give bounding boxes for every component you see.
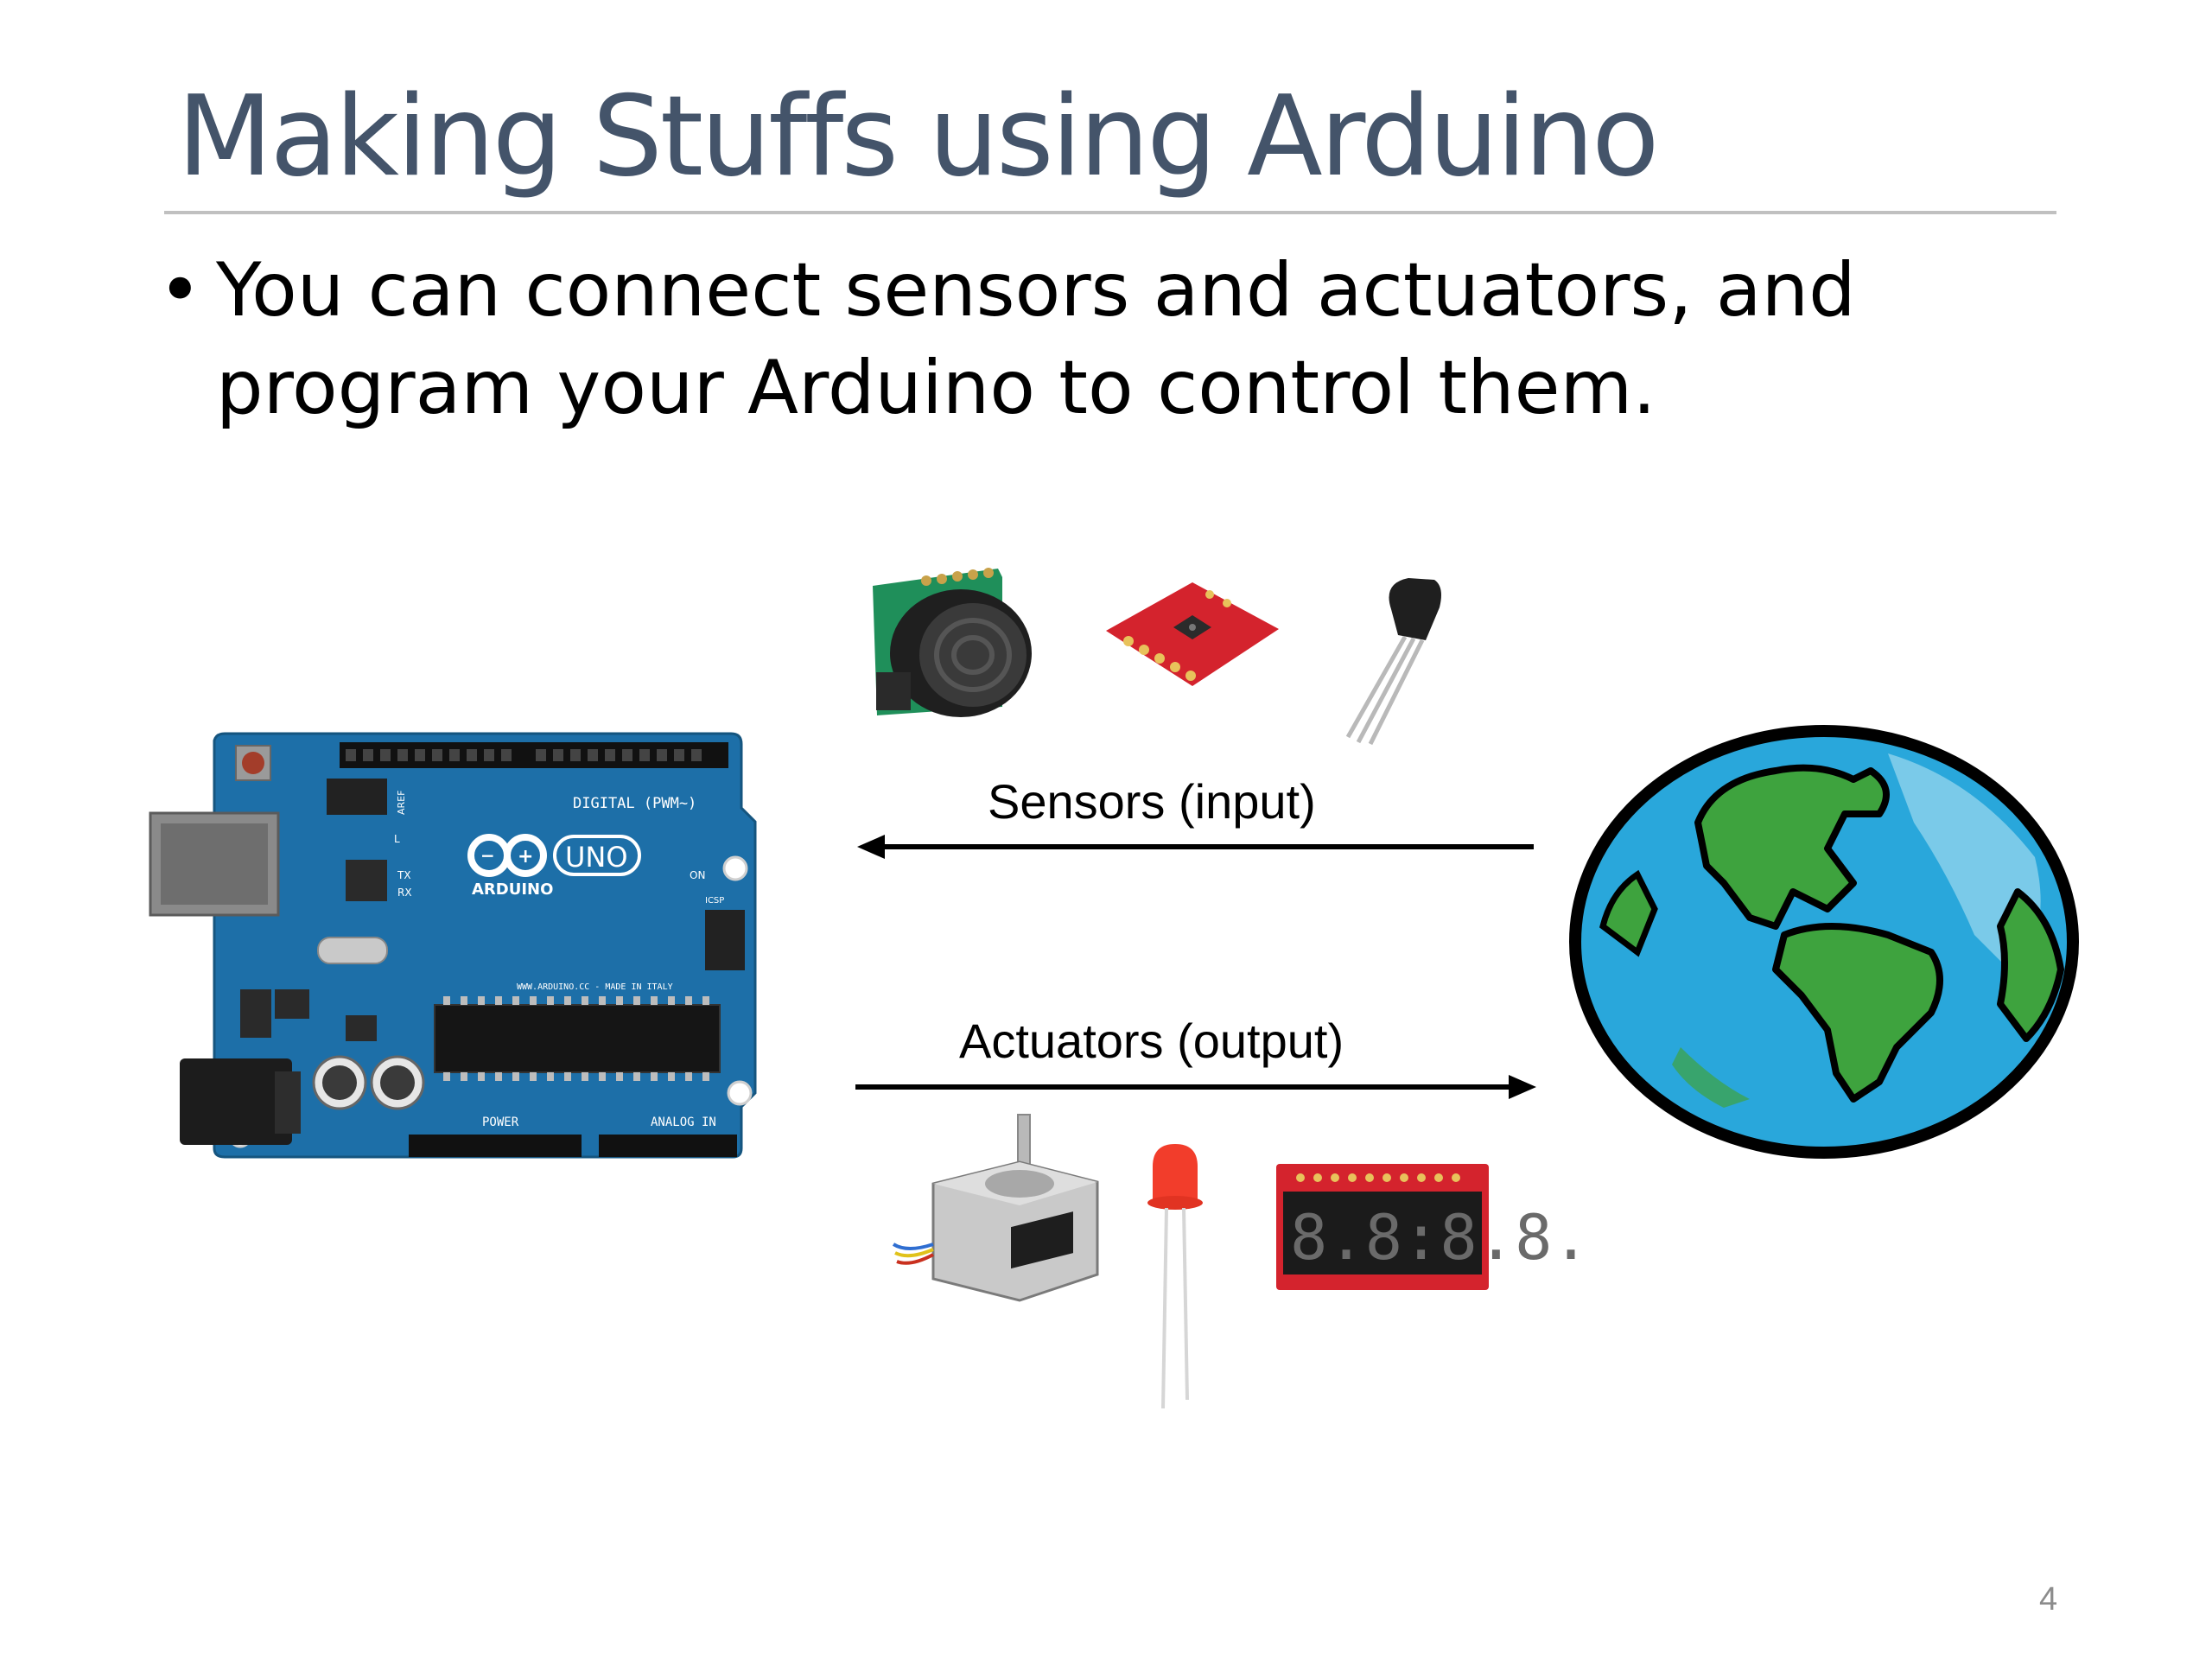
aref-pin-label: AREF [396, 791, 407, 815]
arduino-uno-board-image: DIGITAL (PWM~) POWER ANALOG IN WWW.ARDUI… [149, 732, 757, 1159]
bullet-text: You can connect sensors and actuators, a… [216, 242, 1856, 437]
title-divider [164, 211, 2056, 214]
ultrasonic-sensor-image [873, 568, 1032, 717]
bullet-line-2: program your Arduino to control them. [216, 345, 1656, 431]
board-url-label: WWW.ARDUINO.CC - MADE IN ITALY [517, 982, 673, 992]
arduino-brand-text: ARDUINO [472, 880, 553, 899]
red-led-image [1147, 1144, 1203, 1409]
uno-logo-text: UNO [565, 841, 628, 874]
slide-title: Making Stuffs using Arduino [177, 73, 1659, 201]
arduino-infinity-logo [467, 834, 547, 877]
sensors-label: Sensors (input) [988, 774, 1316, 829]
actuators-arrow [855, 1075, 1536, 1099]
svg-text:+: + [518, 846, 533, 868]
analog-pins-label: ANALOG IN [651, 1116, 716, 1129]
temperature-sensor-image [1345, 578, 1441, 746]
bullet-line-1: You can connect sensors and actuators, a… [216, 247, 1856, 334]
tx-led-label: TX [397, 869, 411, 881]
digital-pins-label: DIGITAL (PWM~) [573, 795, 696, 812]
seven-segment-display-image: 8.8:8.8. [1276, 1164, 1590, 1290]
actuators-label: Actuators (output) [959, 1014, 1344, 1068]
rx-led-label: RX [397, 887, 412, 899]
l-led-label: L [394, 833, 400, 845]
icsp-label: ICSP [705, 896, 724, 906]
display-digits: 8.8:8.8. [1290, 1201, 1590, 1274]
page-number: 4 [2039, 1581, 2058, 1618]
sensors-arrow [857, 835, 1534, 859]
svg-text:−: − [480, 845, 495, 866]
earth-globe-image [1569, 725, 2079, 1159]
accelerometer-breakout-image [1106, 582, 1279, 686]
power-pins-label: POWER [482, 1116, 519, 1129]
uno-logo-frame [553, 835, 641, 876]
bullet-icon: • [158, 247, 202, 334]
on-led-label: ON [690, 869, 705, 881]
stepper-motor-image [892, 1114, 1099, 1302]
